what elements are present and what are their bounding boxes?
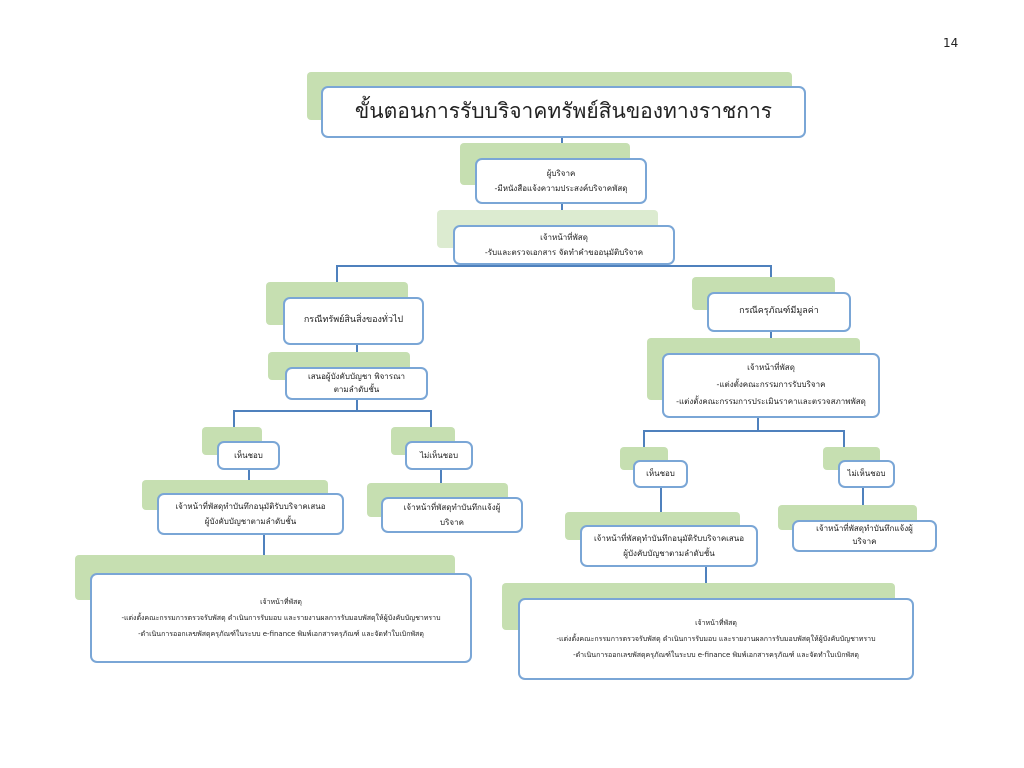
left-approve-box: เห็นชอบ [217,441,280,470]
box-line: ผู้บังคับบัญชาตามลำดับชั้น [623,549,715,558]
connector [643,430,645,460]
box-heading: เจ้าหน้าที่พัสดุ [540,232,588,242]
box-line: -แต่งตั้งคณะกรรมการประเมินราคาและตรวจสภา… [676,396,866,406]
title-box: ขั้นตอนการรับบริจาคทรัพย์สินของทางราชการ [321,86,806,138]
box-line: -แต่งตั้งคณะกรรมการตรวจรับพัสดุ ดำเนินกา… [121,613,441,622]
left-approve-action-box: เจ้าหน้าที่พัสดุทำบันทึกอนุมัติรับบริจาค… [157,493,344,535]
left-final-box: เจ้าหน้าที่พัสดุ -แต่งตั้งคณะกรรมการตรวจ… [90,573,472,663]
box-line: เจ้าหน้าที่พัสดุทำบันทึกอนุมัติรับบริจาค… [593,533,745,543]
connector [843,430,845,460]
connector [660,488,662,525]
box-heading: ไม่เห็นชอบ [847,469,886,479]
box-heading: กรณีครุภัณฑ์มีมูลค่า [739,306,819,317]
box-heading: เจ้าหน้าที่พัสดุ [747,363,795,373]
connector [356,400,358,410]
right-reject-box: ไม่เห็นชอบ [838,460,895,488]
connector [233,410,235,441]
box-line: -มีหนังสือแจ้งความประสงค์บริจาคพัสดุ [494,184,628,193]
connector [643,430,843,432]
left-reject-action-box: เจ้าหน้าที่พัสดุทำบันทึกแจ้งผู้ บริจาค [381,497,523,533]
box-heading: เจ้าหน้าที่พัสดุ [260,597,302,606]
connector [233,410,430,412]
left-propose-box: เสนอผู้บังคับบัญชา พิจารณา ตามลำดับชั้น [285,367,428,400]
box-heading: เจ้าหน้าที่พัสดุ [695,618,737,627]
connector [336,265,771,267]
box-heading: เห็นชอบ [646,469,675,479]
box-line: -ดำเนินการออกเลขพัสดุครุภัณฑ์ในระบบ e-fi… [573,651,859,660]
left-reject-box: ไม่เห็นชอบ [405,441,473,470]
right-reject-action-box: เจ้าหน้าที่พัสดุทำบันทึกแจ้งผู้ บริจาค [792,520,937,552]
connector [705,567,707,598]
connector [757,418,759,430]
connector [430,410,432,441]
right-officer-box: เจ้าหน้าที่พัสดุ -แต่งตั้งคณะกรรมการรับบ… [662,353,880,418]
right-case-box: กรณีครุภัณฑ์มีมูลค่า [707,292,851,332]
diagram-title: ขั้นตอนการรับบริจาคทรัพย์สินของทางราชการ [354,99,773,124]
box-line: ตามลำดับชั้น [333,384,380,394]
box-heading: ผู้บริจาค [546,168,576,178]
connector [263,535,265,573]
left-case-box: กรณีทรัพย์สินสิ่งของทั่วไป [283,297,424,345]
box-line: เสนอผู้บังคับบัญชา พิจารณา [307,371,405,381]
connector [862,488,864,520]
box-line: -รับและตรวจเอกสาร จัดทำคำขออนุมัติบริจาค [484,248,644,257]
box-line: -แต่งตั้งคณะกรรมการตรวจรับพัสดุ ดำเนินกา… [556,634,876,643]
box-line: เจ้าหน้าที่พัสดุทำบันทึกแจ้งผู้ [816,524,913,534]
box-heading: เห็นชอบ [234,450,263,460]
box-line: เจ้าหน้าที่พัสดุทำบันทึกอนุมัติรับบริจาค… [175,501,326,511]
connector [336,265,338,297]
box-line: -แต่งตั้งคณะกรรมการรับบริจาค [716,380,826,390]
box-heading: กรณีทรัพย์สินสิ่งของทั่วไป [303,315,404,326]
officer-receive-box: เจ้าหน้าที่พัสดุ -รับและตรวจเอกสาร จัดทำ… [453,225,675,265]
right-approve-box: เห็นชอบ [633,460,688,488]
box-line: ผู้บังคับบัญชาตามลำดับชั้น [204,517,297,526]
page-number: 14 [943,36,959,50]
right-final-box: เจ้าหน้าที่พัสดุ -แต่งตั้งคณะกรรมการตรวจ… [518,598,914,680]
donor-box: ผู้บริจาค -มีหนังสือแจ้งความประสงค์บริจา… [475,158,647,204]
right-approve-action-box: เจ้าหน้าที่พัสดุทำบันทึกอนุมัติรับบริจาค… [580,525,758,567]
box-line: บริจาค [440,518,464,527]
box-line: บริจาค [852,537,877,546]
box-line: เจ้าหน้าที่พัสดุทำบันทึกแจ้งผู้ [403,502,501,512]
box-heading: ไม่เห็นชอบ [419,450,459,460]
box-line: -ดำเนินการออกเลขพัสดุครุภัณฑ์ในระบบ e-fi… [138,630,424,639]
